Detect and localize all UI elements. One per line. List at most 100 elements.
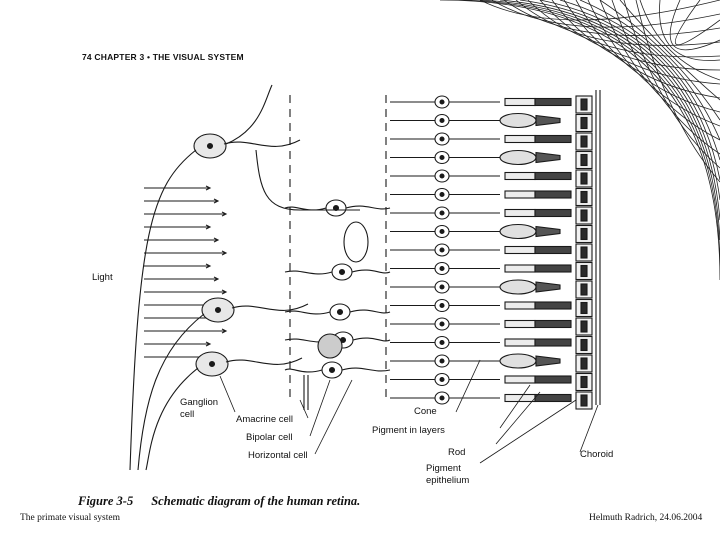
pigment-granule [580,394,588,407]
bipolar-process [349,309,391,314]
decorative-curve-line [674,0,720,46]
rod-outer-segment [534,245,572,255]
pigment-granule [580,135,588,148]
pigment-granule [580,357,588,370]
label-leader-line [299,399,309,419]
bipolar-cell-nucleus [328,366,336,374]
decorative-curve-line [635,0,720,183]
footer-right-author-date: Helmuth Radrich, 24.06.2004 [589,513,703,523]
photoreceptor-nucleus [439,99,445,105]
bipolar-process [284,310,331,315]
ganglion-cell-nucleus [208,360,216,368]
retina-diagram [129,84,601,471]
rod-inner-segment [504,338,536,347]
rod-inner-segment [504,134,536,144]
light-arrow-head [213,237,220,243]
decorative-curve-line [479,0,720,21]
decorative-curve-line [623,0,720,169]
bipolar-process [284,368,323,373]
decorative-curve-line [599,0,720,141]
pigment-granule [580,227,588,241]
ganglion-dendrite [231,303,309,311]
label-choroid: Choroid [580,449,614,460]
cone-inner-segment [499,112,537,129]
bipolar-cell-nucleus [332,204,340,212]
photoreceptor-nucleus [439,265,445,272]
light-arrow-head [221,250,228,256]
rod-outer-segment [534,208,572,218]
pigment-granule [580,153,588,167]
label-light: Light [92,272,113,283]
label-ganglion-line1: Ganglion [180,397,219,408]
light-arrow-head [205,341,212,347]
pigment-granule [580,190,588,204]
pigment-granule [580,338,588,352]
rod-inner-segment [504,190,536,199]
photoreceptor-nucleus [439,173,445,179]
decorative-curve-line [579,0,720,141]
decorative-curve-line [611,0,720,155]
decorative-curve-line [599,0,720,121]
photoreceptor-nucleus [439,228,445,235]
label-leader-line [479,399,577,464]
decorative-curve-line [659,0,720,61]
decorative-curve-line [559,0,720,161]
decorative-curve-line [551,0,720,85]
ganglion-axon [145,367,199,471]
decorative-curve-line [515,0,720,46]
light-arrow-head [213,198,220,204]
light-arrow-head [213,276,220,282]
photoreceptor-nucleus [439,284,445,290]
decorative-curve-line [639,0,720,81]
cone-outer-segment [535,114,561,127]
bipolar-process [284,270,333,275]
pigment-granule [580,98,588,111]
light-arrow-head [221,211,228,217]
rod-outer-segment [534,338,572,347]
cone-outer-segment [535,225,561,238]
rod-outer-segment [534,97,572,107]
label-cone: Cone [414,406,437,417]
label-leader-line [455,359,481,413]
label-pigment-epithelium-line2: epithelium [426,475,470,486]
decorative-curve-line [539,0,720,181]
bipolar-process [351,269,391,274]
rod-inner-segment [504,319,536,329]
ganglion-dendrite [255,149,360,211]
decorative-curve-line [539,0,720,71]
light-arrow-head [205,224,212,230]
decorative-curve-line [669,0,720,51]
ganglion-axon [129,149,197,471]
rod-outer-segment [534,393,572,403]
figure-number: Figure 3-5 [78,494,134,508]
cone-inner-segment [499,353,537,369]
rod-outer-segment [534,134,572,144]
horizontal-cell-body [343,221,369,263]
rod-outer-segment [534,319,572,329]
label-bipolar-cell: Bipolar cell [246,432,293,443]
label-horizontal-cell: Horizontal cell [248,450,308,461]
rod-inner-segment [504,393,536,403]
bipolar-cell-nucleus [338,268,346,276]
label-pigment-in-layers: Pigment in layers [372,425,445,436]
label-leader-line [495,391,541,445]
label-leader-line [579,404,599,453]
photoreceptor-nucleus [439,191,445,198]
bipolar-process [341,367,391,372]
decorative-curve-line [479,0,720,241]
photoreceptor-nucleus [439,321,445,327]
rod-outer-segment [534,264,572,273]
decorative-curve-line [563,0,720,99]
rod-outer-segment [534,375,572,384]
amacrine-cell-body [317,333,343,359]
rod-inner-segment [504,301,536,310]
rod-inner-segment [504,375,536,384]
pigment-granule [580,116,588,130]
rod-outer-segment [534,171,572,181]
light-arrow-head [221,289,228,295]
book-page-header: 74 CHAPTER 3 • THE VISUAL SYSTEM [82,52,244,62]
label-amacrine-cell: Amacrine cell [236,414,294,425]
pigment-granule [580,375,588,389]
